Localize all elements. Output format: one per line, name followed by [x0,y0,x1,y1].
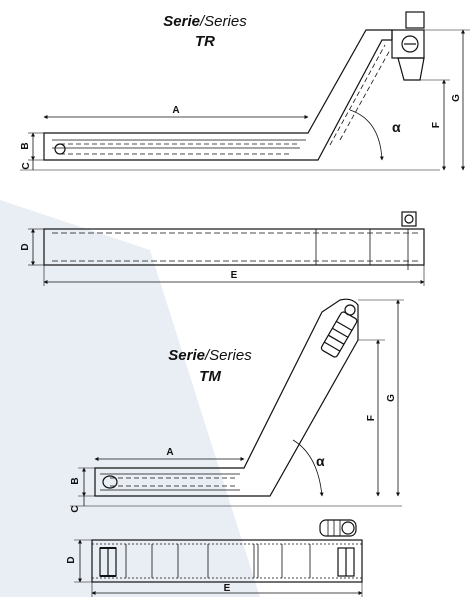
tr-top-view [43,211,425,270]
tm-top-dim-e: E [224,583,231,594]
tr-top-dim-e: E [231,270,238,281]
tr-dim-b: B [20,142,31,149]
tr-dim-a: A [172,105,179,116]
tr-title: Serie/Series [163,13,247,30]
tm-dim-g: G [386,394,397,402]
tr-side-view [43,11,425,161]
tr-dim-f: F [431,122,442,128]
tm-top-dim-d: D [66,556,77,563]
tm-dim-c: C [70,505,81,512]
tm-dim-b: B [70,477,81,484]
tm-dim-f: F [366,415,377,421]
tm-top-view [91,519,363,583]
tr-top-dim-d: D [20,243,31,250]
tm-side-view [94,298,359,497]
tm-dim-alpha: α [316,453,325,469]
tr-dim-g: G [451,94,462,102]
tr-section: Serie/Series TR A B C [20,11,470,286]
tm-series-code: TM [199,368,221,385]
tr-dim-alpha: α [392,119,401,135]
tr-dim-c: C [21,162,32,169]
tr-series-code: TR [195,33,215,50]
tm-title: Serie/Series [168,347,252,364]
tm-section: Serie/Series TM A B [66,298,404,597]
tm-dim-a: A [166,447,173,458]
